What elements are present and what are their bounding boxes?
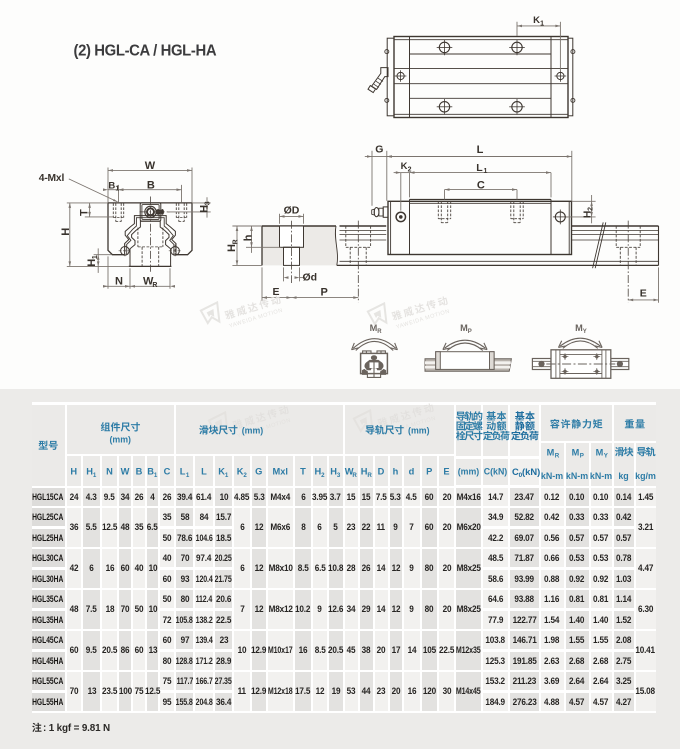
svg-text:(2) HGL-CA / HGL-HA: (2) HGL-CA / HGL-HA — [74, 42, 217, 60]
svg-text:3: 3 — [205, 201, 212, 205]
svg-text:R: R — [377, 329, 382, 335]
svg-text:L: L — [477, 144, 484, 156]
svg-text:N: N — [115, 275, 123, 287]
svg-text:B: B — [108, 180, 115, 191]
svg-text:H: H — [198, 205, 210, 213]
svg-text:B: B — [147, 180, 155, 192]
svg-text:2: 2 — [588, 207, 595, 211]
svg-text:Ød: Ød — [303, 271, 318, 283]
svg-text:K: K — [401, 161, 408, 172]
svg-text:L: L — [476, 162, 483, 174]
svg-text:H: H — [226, 244, 238, 252]
svg-text:2: 2 — [408, 166, 412, 173]
svg-text:4-Mxl: 4-Mxl — [39, 173, 65, 184]
svg-text:W: W — [145, 160, 156, 172]
svg-text:H: H — [581, 211, 593, 219]
svg-text:1: 1 — [115, 186, 119, 193]
svg-text:R: R — [232, 239, 239, 244]
svg-text:1: 1 — [92, 255, 99, 259]
svg-text:M: M — [460, 323, 468, 333]
svg-text:R: R — [152, 282, 157, 289]
svg-text:P: P — [468, 329, 472, 335]
svg-text:H: H — [60, 228, 72, 236]
svg-text:K: K — [533, 15, 540, 26]
svg-text:P: P — [321, 286, 328, 298]
svg-text:1: 1 — [540, 20, 544, 27]
svg-text:ØD: ØD — [284, 205, 300, 217]
svg-text:E: E — [640, 288, 647, 300]
svg-text:M: M — [370, 323, 378, 333]
svg-text:h: h — [242, 234, 254, 241]
svg-text:1: 1 — [483, 168, 487, 175]
svg-text:Y: Y — [583, 329, 587, 335]
svg-text:E: E — [272, 286, 279, 298]
svg-text:M: M — [575, 323, 583, 333]
svg-text:YAWEIDA MOTION: YAWEIDA MOTION — [396, 309, 451, 331]
svg-text:G: G — [375, 144, 383, 156]
svg-text:T: T — [78, 209, 90, 216]
svg-text:W: W — [143, 275, 154, 287]
svg-text:YAWEIDA MOTION: YAWEIDA MOTION — [229, 308, 284, 330]
svg-text:H: H — [86, 259, 98, 267]
svg-text:C: C — [477, 179, 485, 191]
